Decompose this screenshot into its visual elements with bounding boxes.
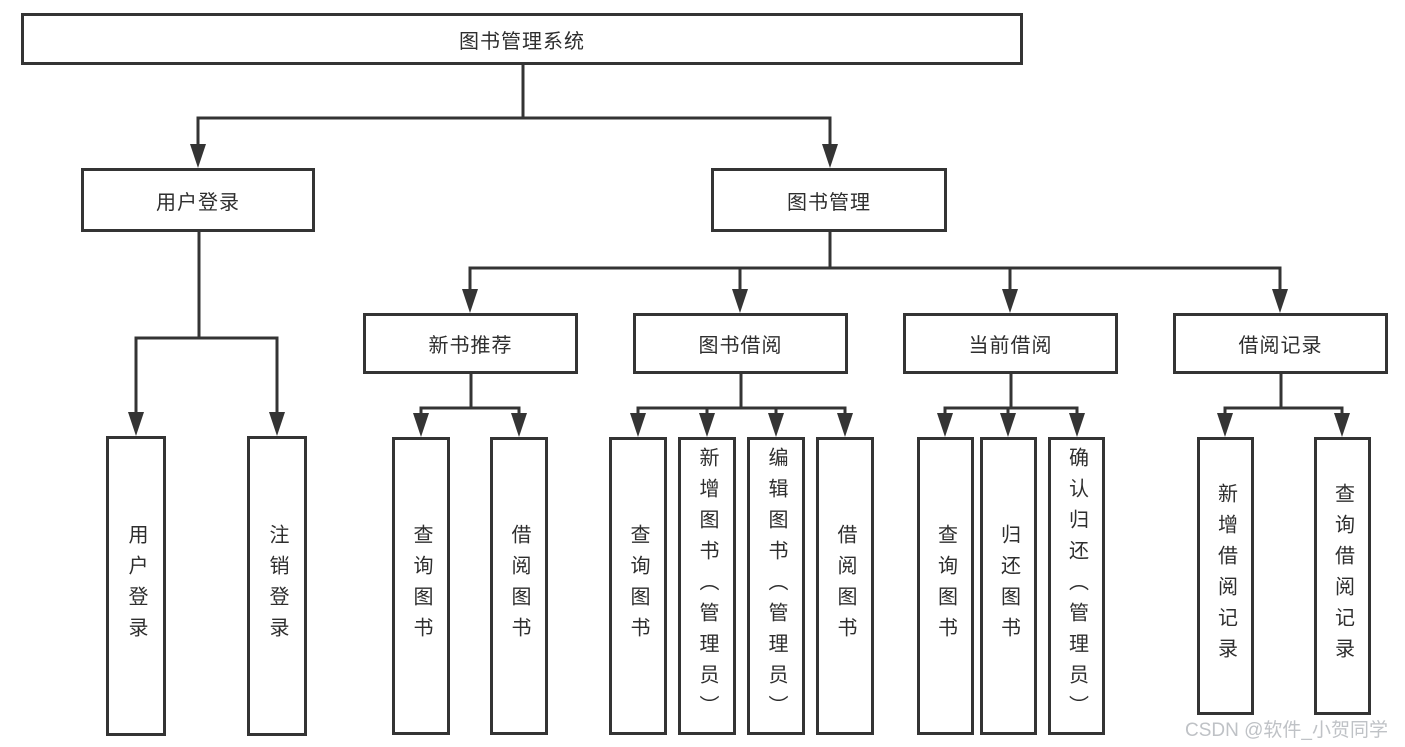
node-label: 图书管理 (787, 191, 871, 214)
leaf-label: 归还图书 (997, 524, 1020, 648)
node-borrow-records: 借阅记录 (1173, 313, 1388, 374)
leaf-label: 查询图书 (627, 524, 649, 648)
arrowheads (128, 144, 1350, 437)
leaf-label: 查询图书 (934, 524, 957, 648)
leaf-query-books: 查询图书 (609, 437, 667, 735)
node-root-system: 图书管理系统 (21, 13, 1023, 65)
node-label: 图书借阅 (698, 335, 783, 357)
leaf-label: 借阅图书 (834, 524, 856, 648)
leaf-query-borrow-record: 查询借阅记录 (1314, 437, 1371, 715)
leaf-label: 借阅图书 (508, 524, 530, 648)
leaf-borrow-books-recommend: 借阅图书 (490, 437, 548, 735)
leaf-user-login: 用户登录 (106, 436, 166, 736)
leaf-label: 用户登录 (125, 524, 147, 648)
leaf-label: 新增借阅记录 (1214, 483, 1237, 669)
leaf-confirm-return-admin: 确认归还（管理员） (1048, 437, 1105, 735)
leaf-add-borrow-record: 新增借阅记录 (1197, 437, 1254, 715)
leaf-return-books: 归还图书 (980, 437, 1037, 735)
node-label: 图书管理系统 (459, 30, 585, 53)
node-label: 新书推荐 (428, 335, 513, 357)
node-new-book-recommend: 新书推荐 (363, 313, 578, 374)
leaf-query-books-current: 查询图书 (917, 437, 974, 735)
leaf-label: 编辑图书（管理员） (765, 446, 787, 726)
leaf-edit-books-admin: 编辑图书（管理员） (747, 437, 805, 735)
leaf-label: 查询借阅记录 (1331, 483, 1354, 669)
leaf-label: 新增图书（管理员） (696, 446, 718, 726)
leaf-logout: 注销登录 (247, 436, 307, 736)
leaf-label: 确认归还（管理员） (1065, 446, 1088, 726)
node-user-login: 用户登录 (81, 168, 315, 232)
leaf-add-books-admin: 新增图书（管理员） (678, 437, 736, 735)
node-label: 借阅记录 (1238, 335, 1323, 357)
node-book-management: 图书管理 (711, 168, 947, 232)
node-label: 用户登录 (156, 191, 240, 214)
leaf-label: 注销登录 (266, 524, 288, 648)
node-label: 当前借阅 (968, 335, 1053, 357)
leaf-query-books-recommend: 查询图书 (392, 437, 450, 735)
leaf-borrow-books: 借阅图书 (816, 437, 874, 735)
connector-lines (134, 65, 1344, 415)
node-book-borrow: 图书借阅 (633, 313, 848, 374)
leaf-label: 查询图书 (410, 524, 432, 648)
node-current-borrow: 当前借阅 (903, 313, 1118, 374)
csdn-watermark: CSDN @软件_小贺同学 (1185, 720, 1388, 741)
